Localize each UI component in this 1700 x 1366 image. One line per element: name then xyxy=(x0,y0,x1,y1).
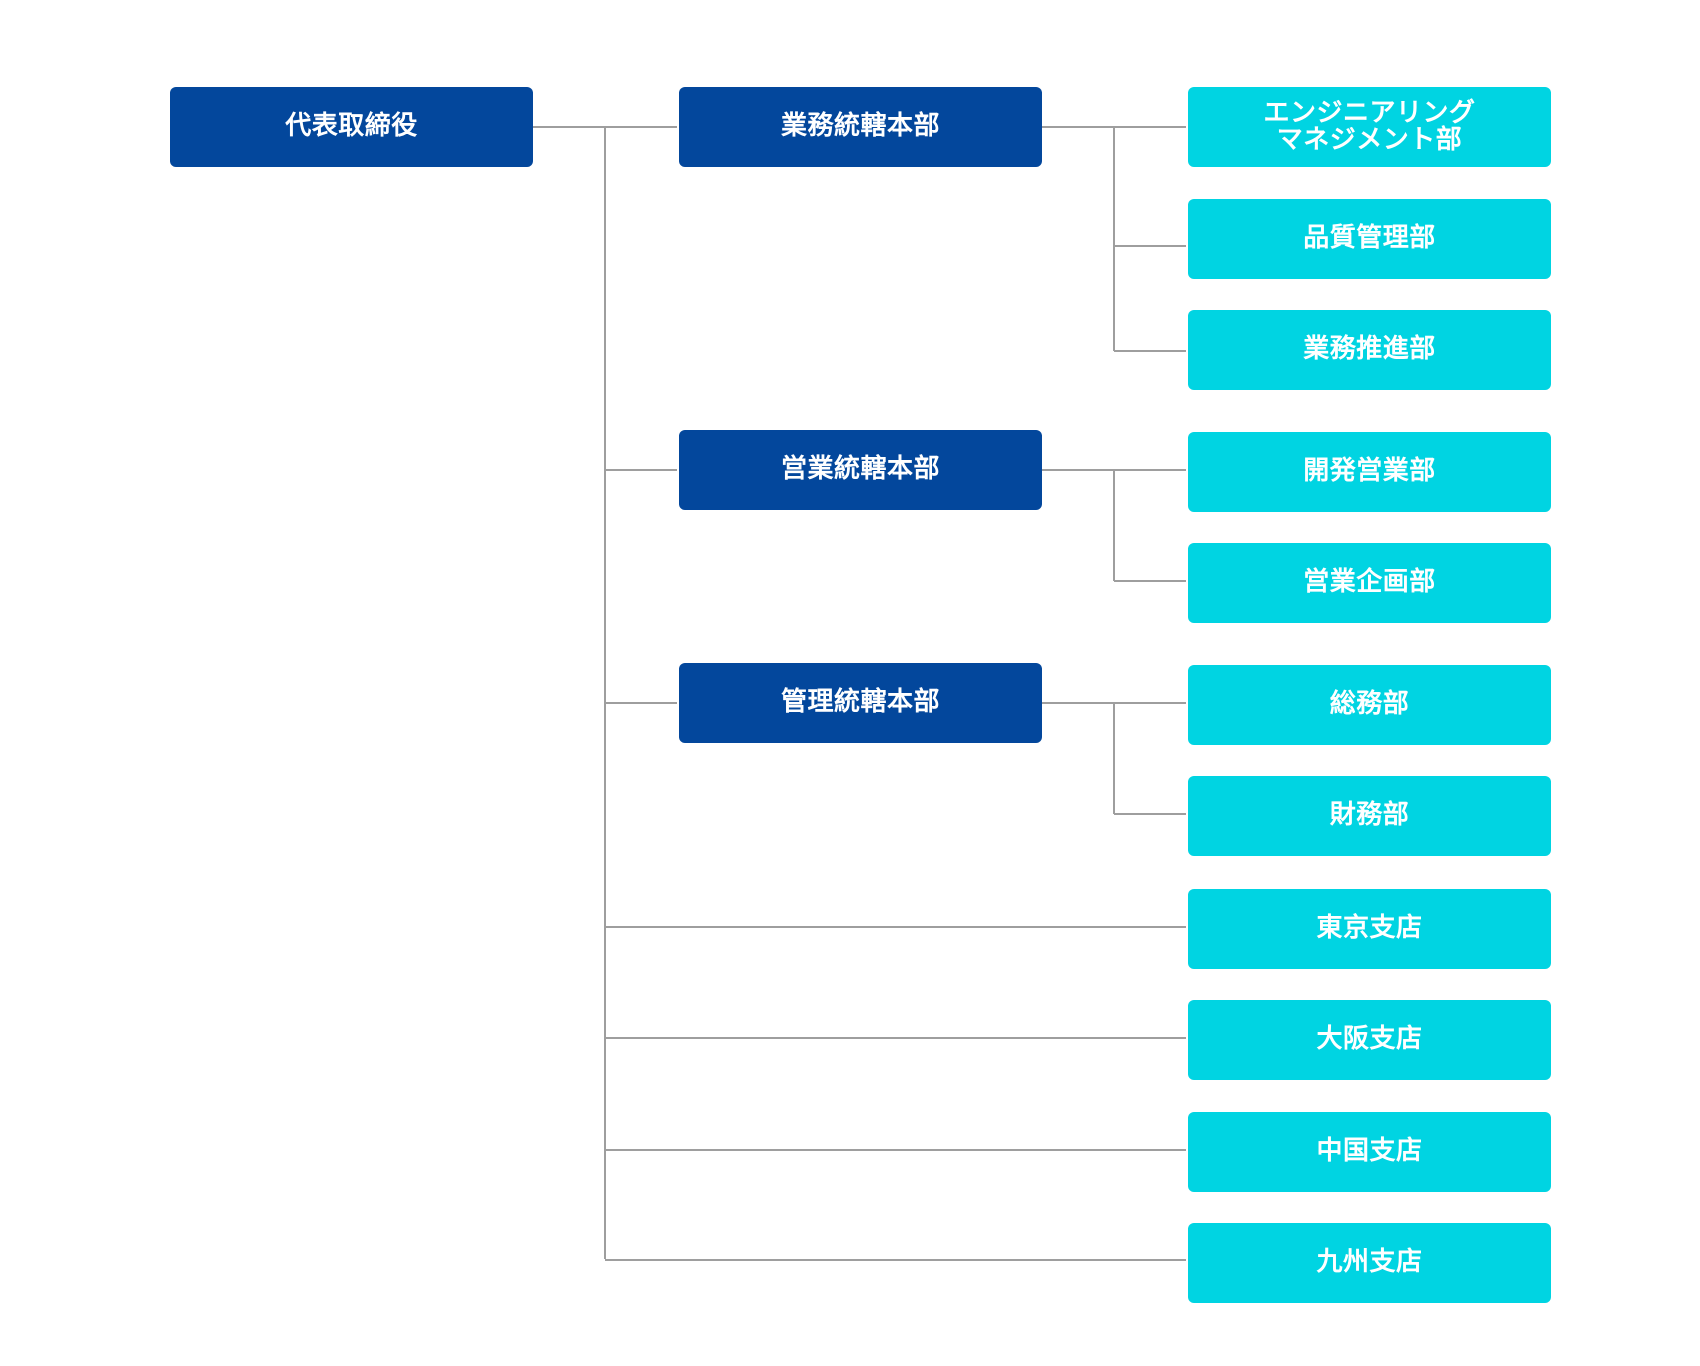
branch-box-osaka: 大阪支店 xyxy=(1188,1000,1551,1080)
department-box-development-sales: 開発営業部 xyxy=(1188,432,1551,512)
ceo-box: 代表取締役 xyxy=(170,87,533,167)
department-box-quality-control: 品質管理部 xyxy=(1188,199,1551,279)
branch-box-tokyo: 東京支店 xyxy=(1188,889,1551,969)
branch-box-chugoku: 中国支店 xyxy=(1188,1112,1551,1192)
division-box-administration: 管理統轄本部 xyxy=(679,663,1042,743)
department-box-general-affairs: 総務部 xyxy=(1188,665,1551,745)
division-box-operations: 業務統轄本部 xyxy=(679,87,1042,167)
department-box-sales-planning: 営業企画部 xyxy=(1188,543,1551,623)
department-box-finance: 財務部 xyxy=(1188,776,1551,856)
department-box-business-promotion: 業務推進部 xyxy=(1188,310,1551,390)
department-box-engineering-management: エンジニアリング マネジメント部 xyxy=(1188,87,1551,167)
division-box-sales: 営業統轄本部 xyxy=(679,430,1042,510)
branch-box-kyushu: 九州支店 xyxy=(1188,1223,1551,1303)
